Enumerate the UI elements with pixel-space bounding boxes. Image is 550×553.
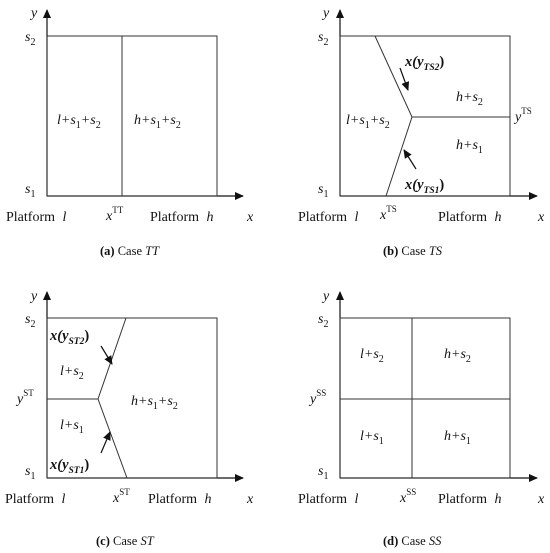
- platform-h-label: Platform h: [438, 492, 502, 507]
- arrow-top-label: x(yTS2): [404, 54, 444, 73]
- s1-label: s1: [318, 182, 328, 200]
- panel-b: y x s2 s1 l+s1+s2 h+s2 h+s1 yTS x(yTS2) …: [298, 6, 545, 258]
- region-bl-label: l+s1: [360, 429, 384, 447]
- x-axis-label: x: [246, 492, 254, 507]
- region-left-label: l+s1+s2: [346, 113, 390, 131]
- x-threshold-label: xTS: [379, 204, 397, 223]
- s1-label: s1: [25, 464, 35, 482]
- arrow-top-label: x(yST2): [49, 328, 89, 347]
- region-tl-label: l+s2: [360, 347, 384, 365]
- region-right-label: h+s1+s2: [134, 113, 181, 131]
- platform-l-label: Platform l: [298, 492, 359, 507]
- caption-b: (b) Case TS: [383, 244, 443, 258]
- y-axis-label: y: [29, 6, 38, 21]
- y-axis-label: y: [321, 289, 330, 304]
- s2-label: s2: [318, 312, 328, 330]
- y-threshold-label: ySS: [308, 388, 326, 407]
- x-threshold-label: xST: [112, 487, 130, 506]
- x-threshold-label: xSS: [399, 487, 416, 506]
- arrow-top: [100, 345, 113, 365]
- caption-d: (d) Case SS: [383, 534, 442, 548]
- s1-label: s1: [25, 182, 35, 200]
- region-box: [46, 317, 218, 479]
- x-threshold-label: xTT: [105, 205, 124, 224]
- platform-l-label: Platform l: [5, 492, 66, 507]
- y-axis-label: y: [321, 6, 330, 21]
- panel-d: y x s2 s1 ySS l+s2 h+s2 l+s1 h+s1 xSS Pl…: [298, 289, 545, 548]
- region-bottom-right-label: h+s1: [456, 138, 483, 156]
- s2-label: s2: [25, 312, 35, 330]
- arrow-bottom: [100, 431, 111, 454]
- region-top-left-label: l+s2: [60, 364, 84, 382]
- region-bottom-left-label: l+s1: [60, 418, 84, 436]
- region-box: [46, 35, 218, 197]
- arrow-bottom-label: x(yTS1): [404, 177, 444, 196]
- arrow-top: [399, 67, 410, 91]
- s2-label: s2: [318, 30, 328, 48]
- region-tr-label: h+s2: [444, 347, 471, 365]
- arrow-bottom-label: x(yST1): [49, 457, 89, 476]
- panel-c: y x s2 s1 yST x(yST2) l+s2 l+s1 x(yST1) …: [5, 289, 254, 548]
- region-box: [339, 35, 511, 197]
- x-axis-label: x: [537, 492, 545, 507]
- caption-c: (c) Case ST: [96, 534, 155, 548]
- platform-l-label: Platform l: [6, 210, 67, 225]
- region-box: [339, 317, 511, 479]
- y-threshold-label: yST: [15, 388, 34, 407]
- x-axis-label: x: [246, 210, 254, 225]
- region-left-label: l+s1+s2: [57, 113, 101, 131]
- y-axis-label: y: [29, 289, 38, 304]
- x-axis-label: x: [537, 210, 545, 225]
- s2-label: s2: [25, 30, 35, 48]
- platform-h-label: Platform h: [150, 210, 214, 225]
- boundary-right: [97, 317, 128, 479]
- y-threshold-label: yTS: [513, 106, 532, 125]
- panel-a: y x s2 s1 l+s1+s2 h+s1+s2 xTT Platform l…: [6, 6, 254, 258]
- platform-h-label: Platform h: [148, 492, 212, 507]
- platform-h-label: Platform h: [438, 210, 502, 225]
- platform-l-label: Platform l: [298, 210, 359, 225]
- region-top-right-label: h+s2: [456, 90, 483, 108]
- arrow-bottom: [403, 149, 417, 170]
- caption-a: (a) Case TT: [100, 244, 160, 258]
- s1-label: s1: [318, 464, 328, 482]
- region-br-label: h+s1: [444, 429, 471, 447]
- region-right-label: h+s1+s2: [131, 394, 178, 412]
